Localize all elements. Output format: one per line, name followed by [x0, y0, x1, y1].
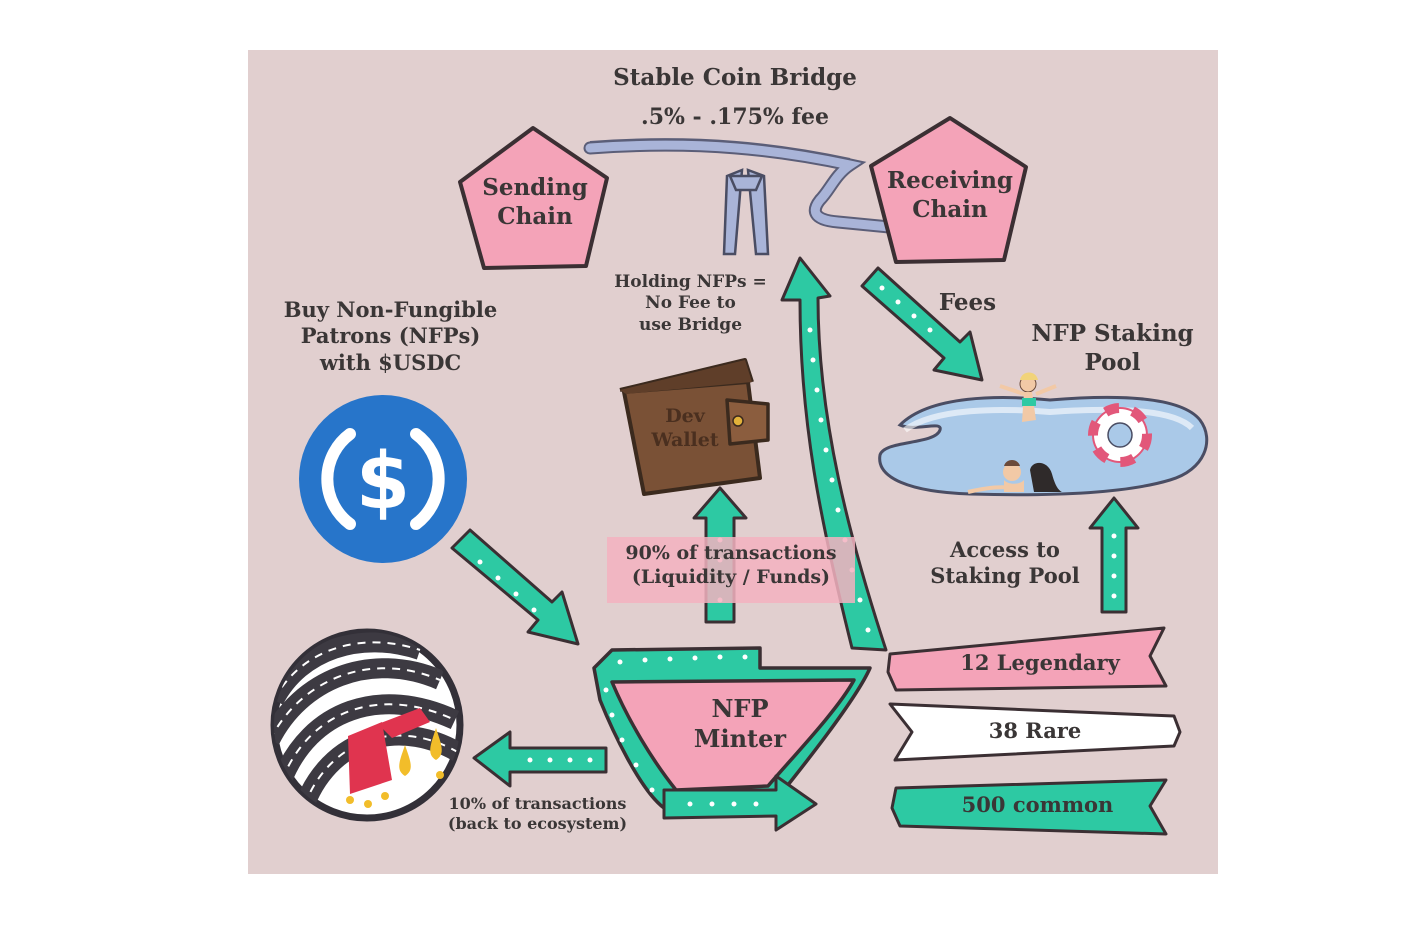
tier-ribbon-legendary [886, 626, 1168, 692]
dev-wallet-label: Dev Wallet [651, 405, 719, 451]
liquidity-label-box [607, 537, 855, 603]
fuel-pump-roads-icon [270, 628, 464, 822]
bridge-fee: .5% - .175% fee [641, 104, 829, 130]
tier-legendary-label: 12 Legendary [960, 650, 1120, 675]
nfp-minter-label: NFP Minter [693, 694, 787, 753]
usdc-symbol: $ [356, 437, 410, 527]
staking-pool-title: NFP Staking Pool [1031, 320, 1194, 376]
receiving-chain-shape [869, 116, 1028, 264]
tier-ribbon-common [890, 778, 1168, 836]
bridge-title: Stable Coin Bridge [613, 64, 857, 91]
access-staking-label: Access to Staking Pool [930, 537, 1080, 589]
bridge-icon [583, 138, 927, 256]
sending-chain-shape [458, 126, 609, 270]
tier-common-label: 500 common [961, 792, 1114, 817]
nfp-minter-shape [592, 646, 872, 810]
sending-chain-label: Sending Chain [482, 174, 588, 230]
liquidity-label: 90% of transactions (Liquidity / Funds) [625, 542, 837, 588]
usdc-coin-icon: $ [299, 395, 467, 563]
tier-ribbon-rare [888, 702, 1182, 762]
ecosystem-label: 10% of transactions (back to ecosystem) [447, 794, 628, 833]
wallet-icon [619, 358, 770, 496]
holding-nfps-label: Holding NFPs = No Fee to use Bridge [614, 272, 767, 335]
fees-label: Fees [938, 289, 997, 316]
tier-rare-label: 38 Rare [988, 718, 1082, 743]
swimming-pool-icon [878, 372, 1209, 497]
buy-nfps-label: Buy Non-Fungible Patrons (NFPs) with $US… [283, 297, 498, 375]
receiving-chain-label: Receiving Chain [886, 167, 1014, 223]
